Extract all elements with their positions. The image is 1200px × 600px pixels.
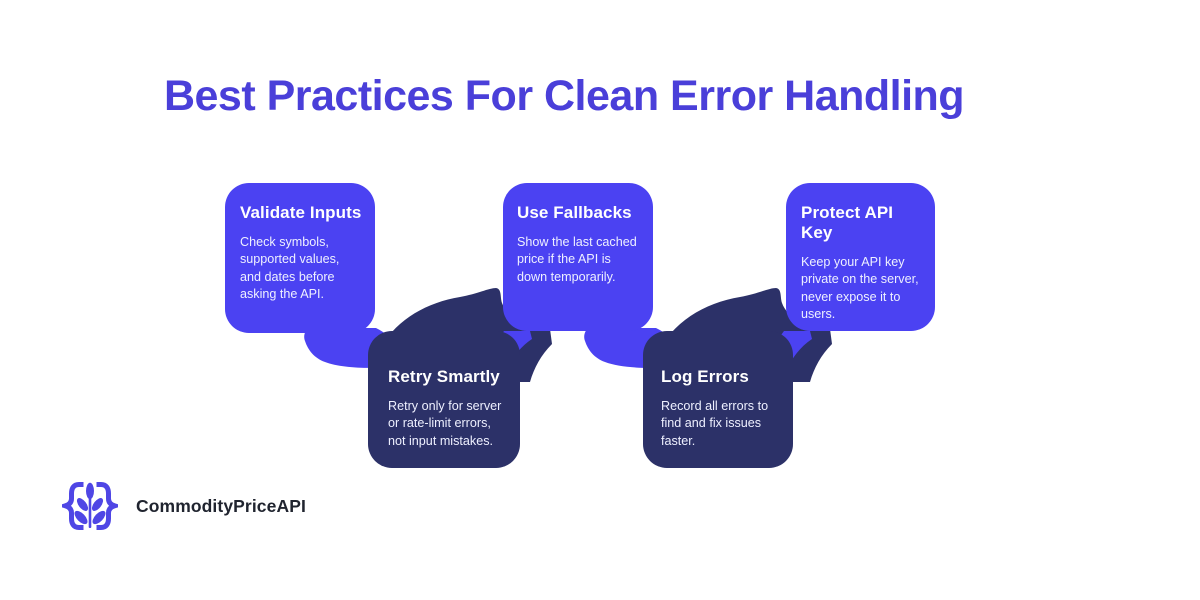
card-log-errors: Log Errors Record all errors to find and… xyxy=(643,331,793,468)
brand-name: CommodityPriceAPI xyxy=(136,495,306,516)
card-body: Record all errors to find and fix issues… xyxy=(661,399,769,448)
card-validate-inputs: Validate Inputs Check symbols, supported… xyxy=(225,183,375,333)
card-title: Use Fallbacks xyxy=(517,203,632,222)
wheat-glyph xyxy=(74,482,106,528)
card-body: Check symbols, supported values, and dat… xyxy=(240,235,340,302)
card-body: Keep your API key private on the server,… xyxy=(801,255,919,322)
card-title: Protect API Key xyxy=(801,203,894,242)
page-title: Best Practices For Clean Error Handling xyxy=(163,72,965,120)
card-protect-api-key: Protect API Key Keep your API key privat… xyxy=(786,183,935,331)
right-brace-glyph xyxy=(96,482,118,530)
wheat-in-braces-icon xyxy=(62,482,118,530)
card-use-fallbacks: Use Fallbacks Show the last cached price… xyxy=(503,183,653,331)
card-title: Log Errors xyxy=(661,367,749,386)
card-body: Retry only for server or rate-limit erro… xyxy=(388,399,502,448)
brand-lockup: CommodityPriceAPI xyxy=(62,478,306,534)
card-title: Retry Smartly xyxy=(388,367,500,386)
card-body: Show the last cached price if the API is… xyxy=(517,235,637,284)
card-title: Validate Inputs xyxy=(240,203,362,222)
left-brace-glyph xyxy=(62,482,84,530)
card-retry-smartly: Retry Smartly Retry only for server or r… xyxy=(368,331,520,468)
